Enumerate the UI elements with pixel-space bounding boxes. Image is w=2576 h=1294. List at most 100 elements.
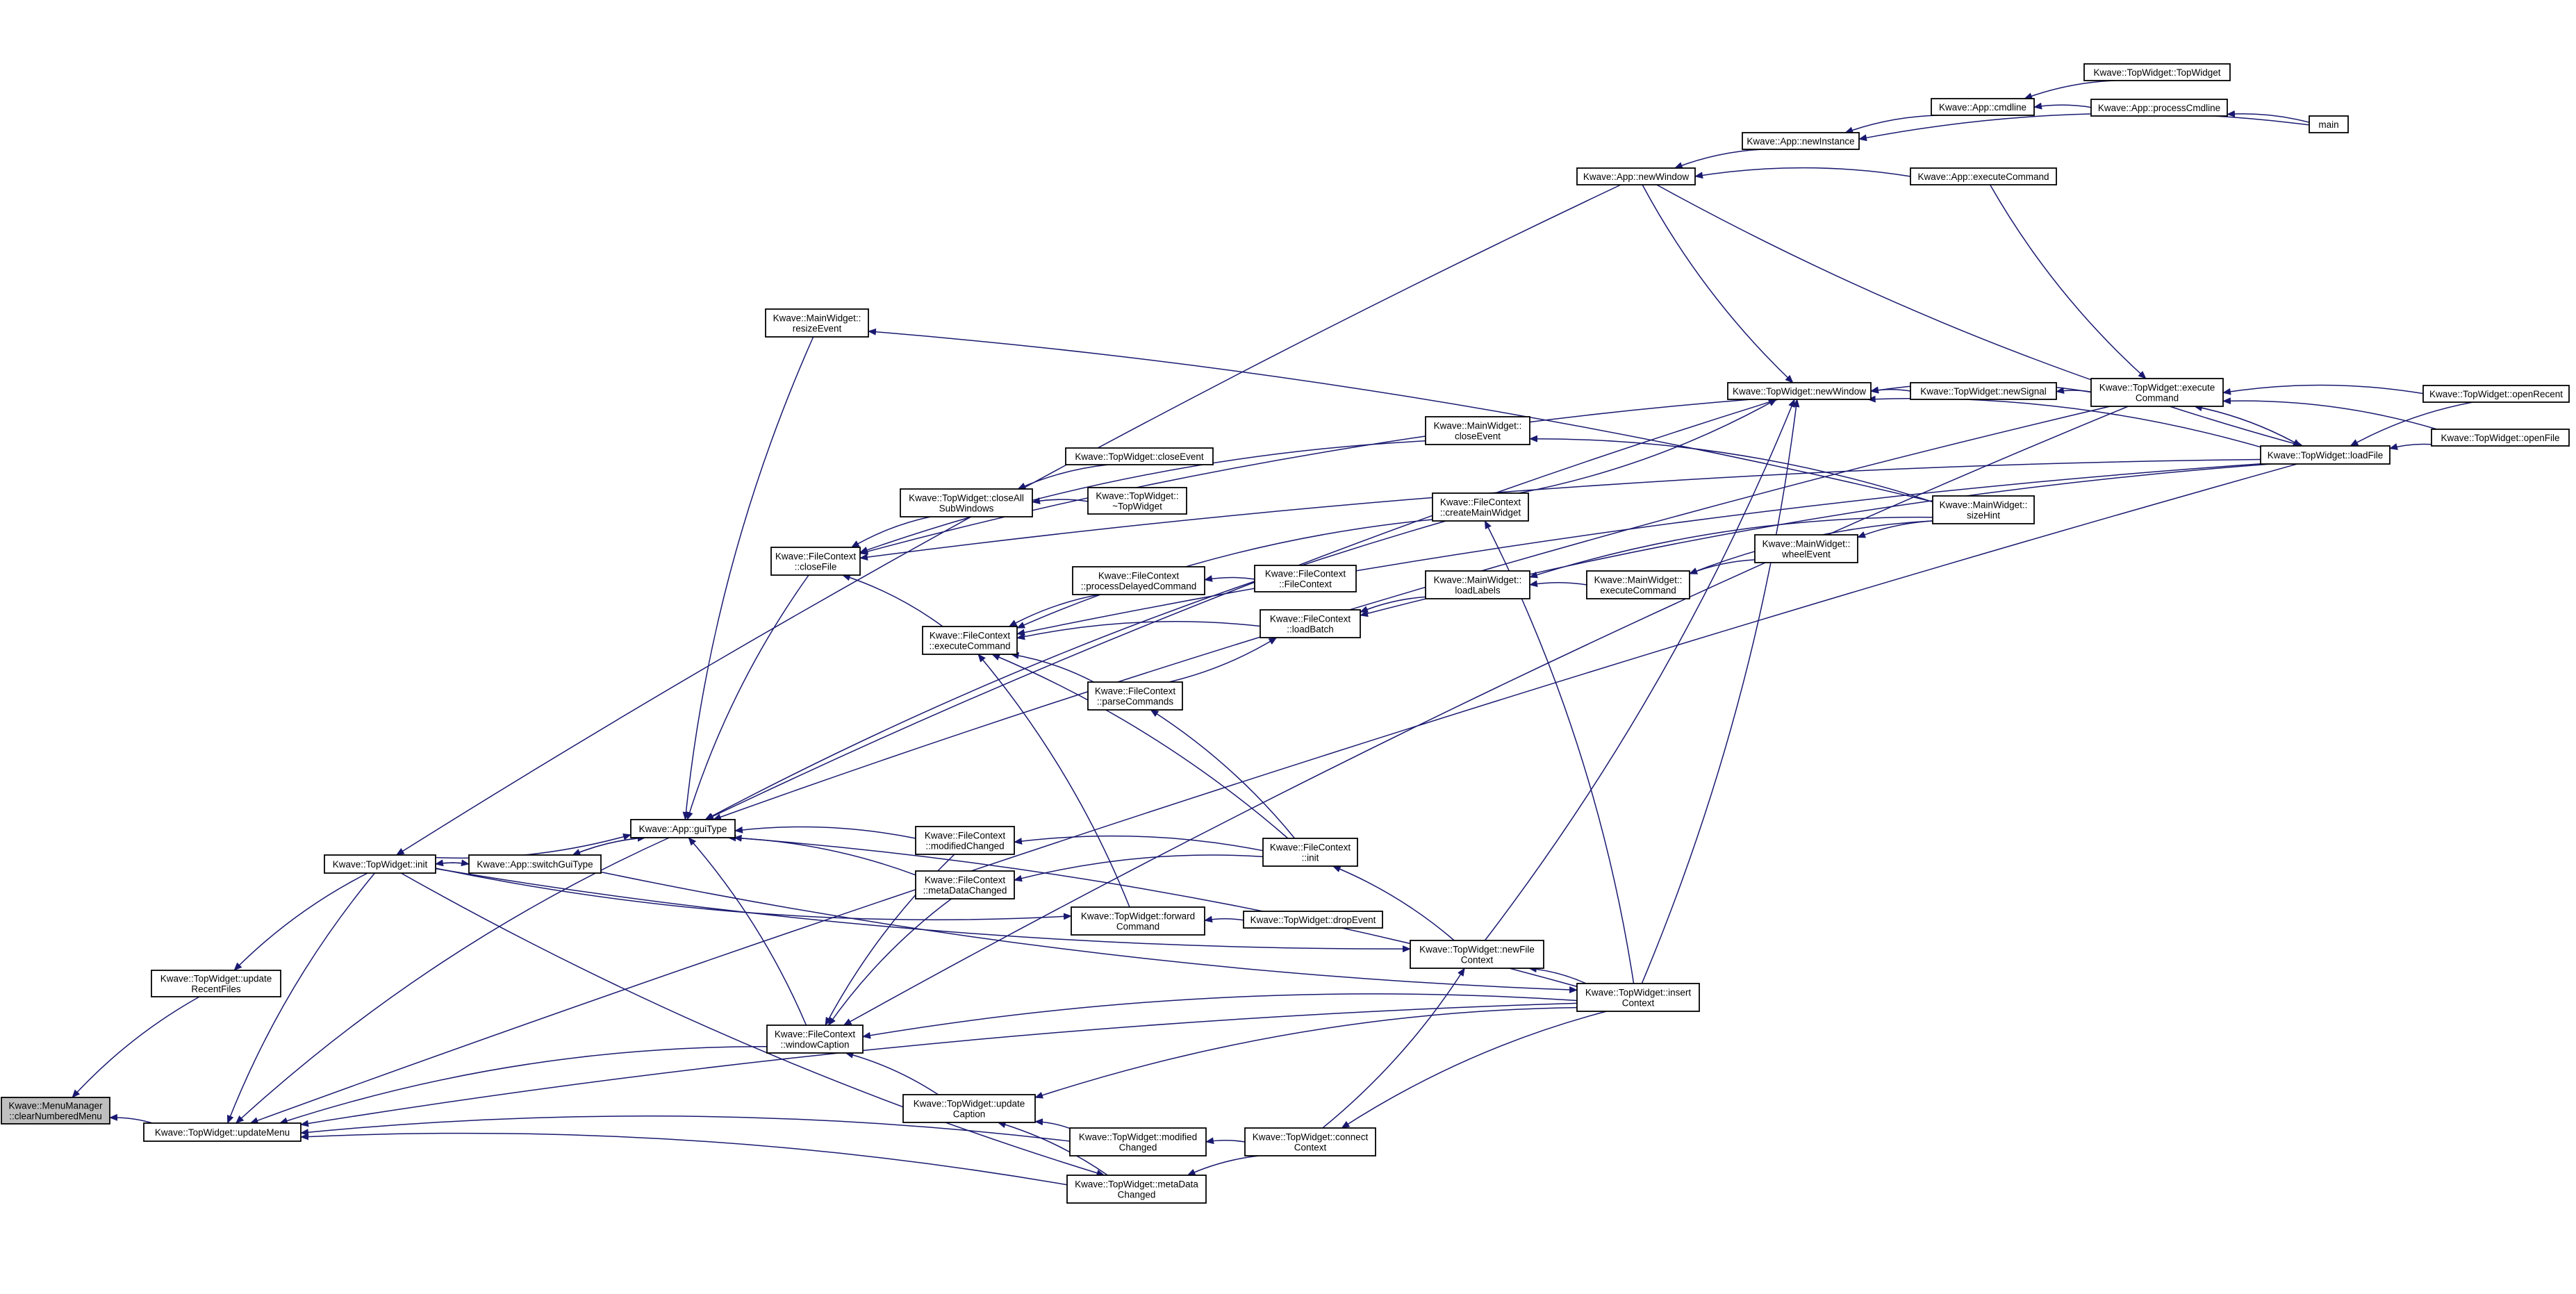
node-box[interactable]	[2260, 445, 2391, 465]
node-label-line: ::metaDataChanged	[923, 886, 1007, 896]
node-box[interactable]	[1, 1097, 110, 1125]
node-box[interactable]	[324, 854, 436, 874]
node-box[interactable]	[151, 970, 281, 997]
graph-node-mwWheel[interactable]: Kwave::MainWidget::wheelEvent	[1754, 534, 1858, 563]
graph-node-openFile[interactable]: Kwave::TopWidget::openFile	[2431, 429, 2570, 447]
node-box[interactable]	[143, 1122, 302, 1142]
graph-node-procCmdline[interactable]: Kwave::App::processCmdline	[2090, 99, 2228, 117]
call-edge-openRecent-to-loadFile	[2350, 401, 2473, 447]
node-box[interactable]	[1071, 906, 1205, 936]
graph-node-fcCtor[interactable]: Kwave::FileContext::FileContext	[1254, 565, 1357, 592]
node-box[interactable]	[1910, 382, 2057, 400]
graph-node-metaChangedFC[interactable]: Kwave::FileContext::metaDataChanged	[915, 870, 1015, 899]
graph-node-createMW[interactable]: Kwave::FileContext::createMainWidget	[1432, 492, 1529, 522]
graph-node-twModChanged[interactable]: Kwave::TopWidget::modifiedChanged	[1069, 1127, 1207, 1156]
node-box[interactable]	[1931, 98, 2035, 116]
node-box[interactable]	[1576, 983, 1700, 1012]
graph-node-twDtor[interactable]: Kwave::TopWidget::~TopWidget	[1087, 487, 1187, 515]
node-box[interactable]	[1425, 416, 1530, 445]
graph-node-twInit[interactable]: Kwave::TopWidget::init	[324, 854, 436, 874]
node-box[interactable]	[1727, 382, 1872, 400]
call-edge-twModChanged-to-updateMenu	[300, 1115, 1071, 1142]
node-box[interactable]	[1087, 487, 1187, 515]
node-box[interactable]	[1254, 565, 1357, 592]
node-box[interactable]	[2422, 385, 2570, 403]
graph-node-twExecCmd[interactable]: Kwave::TopWidget::executeCommand	[2090, 378, 2224, 407]
graph-node-twCloseEvent[interactable]: Kwave::TopWidget::closeEvent	[1065, 447, 1214, 465]
graph-node-main[interactable]: main	[2309, 115, 2349, 133]
node-box[interactable]	[1262, 838, 1358, 867]
node-box[interactable]	[2090, 99, 2228, 117]
node-box[interactable]	[765, 308, 869, 338]
node-box[interactable]	[1066, 1175, 1207, 1204]
graph-node-appNewWindow[interactable]: Kwave::App::newWindow	[1576, 167, 1696, 185]
graph-node-mwCloseEvent[interactable]: Kwave::MainWidget::closeEvent	[1425, 416, 1530, 445]
node-box[interactable]	[2090, 378, 2224, 407]
node-box[interactable]	[2083, 63, 2231, 81]
graph-node-guiType[interactable]: Kwave::App::guiType	[630, 819, 736, 838]
node-box[interactable]	[1742, 132, 1860, 150]
node-box[interactable]	[1072, 566, 1205, 595]
node-box[interactable]	[1425, 570, 1530, 599]
node-box[interactable]	[1243, 911, 1383, 929]
node-box[interactable]	[1910, 167, 2057, 185]
graph-node-twMetaChanged[interactable]: Kwave::TopWidget::metaDataChanged	[1066, 1175, 1207, 1204]
node-box[interactable]	[915, 826, 1015, 855]
graph-node-twNewWindow[interactable]: Kwave::TopWidget::newWindow	[1727, 382, 1872, 400]
node-box[interactable]	[1432, 492, 1529, 522]
node-box[interactable]	[922, 626, 1018, 655]
node-box[interactable]	[900, 488, 1033, 517]
call-edge-fcInit-to-fcExec	[991, 654, 1289, 839]
node-box[interactable]	[770, 547, 861, 576]
graph-node-cmdline[interactable]: Kwave::App::cmdline	[1931, 98, 2035, 116]
node-box[interactable]	[630, 819, 736, 838]
graph-node-appExecCmd[interactable]: Kwave::App::executeCommand	[1910, 167, 2057, 185]
node-box[interactable]	[1586, 570, 1690, 599]
graph-node-twCtor[interactable]: Kwave::TopWidget::TopWidget	[2083, 63, 2231, 81]
node-box[interactable]	[915, 870, 1015, 899]
graph-node-loadFile[interactable]: Kwave::TopWidget::loadFile	[2260, 445, 2391, 465]
graph-node-switchGui[interactable]: Kwave::App::switchGuiType	[468, 854, 602, 874]
node-box[interactable]	[1410, 940, 1544, 969]
graph-node-closeFile[interactable]: Kwave::FileContext::closeFile	[770, 547, 861, 576]
graph-node-mwExec[interactable]: Kwave::MainWidget::executeCommand	[1586, 570, 1690, 599]
graph-node-parseCmds[interactable]: Kwave::FileContext::parseCommands	[1087, 681, 1183, 711]
graph-node-newSignal[interactable]: Kwave::TopWidget::newSignal	[1910, 382, 2057, 400]
graph-node-updateMenu[interactable]: Kwave::TopWidget::updateMenu	[143, 1122, 302, 1142]
graph-node-dropEvent[interactable]: Kwave::TopWidget::dropEvent	[1243, 911, 1383, 929]
node-box[interactable]	[468, 854, 602, 874]
node-label-line: Kwave::MainWidget::	[1762, 539, 1851, 549]
graph-node-fcInit[interactable]: Kwave::FileContext::init	[1262, 838, 1358, 867]
node-box[interactable]	[1576, 167, 1696, 185]
graph-node-openRecent[interactable]: Kwave::TopWidget::openRecent	[2422, 385, 2570, 403]
graph-node-loadBatch[interactable]: Kwave::FileContext::loadBatch	[1260, 609, 1361, 638]
graph-node-resizeEvent[interactable]: Kwave::MainWidget::resizeEvent	[765, 308, 869, 338]
node-box[interactable]	[1069, 1127, 1207, 1156]
graph-node-mwSizeHint[interactable]: Kwave::MainWidget::sizeHint	[1932, 495, 2035, 524]
graph-node-procDelayed[interactable]: Kwave::FileContext::processDelayedComman…	[1072, 566, 1205, 595]
node-box[interactable]	[1087, 681, 1183, 711]
node-box[interactable]	[1244, 1127, 1376, 1156]
node-box[interactable]	[1260, 609, 1361, 638]
node-box[interactable]	[902, 1094, 1036, 1123]
graph-node-mwLoadLabels[interactable]: Kwave::MainWidget::loadLabels	[1425, 570, 1530, 599]
node-box[interactable]	[2431, 429, 2570, 447]
graph-node-winCaption[interactable]: Kwave::FileContext::windowCaption	[766, 1025, 864, 1054]
graph-node-clearNumbered[interactable]: Kwave::MenuManager::clearNumberedMenu	[1, 1097, 110, 1125]
node-label-line: Changed	[1118, 1190, 1156, 1200]
node-box[interactable]	[1754, 534, 1858, 563]
graph-node-modChangedFC[interactable]: Kwave::FileContext::modifiedChanged	[915, 826, 1015, 855]
node-box[interactable]	[1932, 495, 2035, 524]
node-box[interactable]	[1065, 447, 1214, 465]
graph-node-fcExec[interactable]: Kwave::FileContext::executeCommand	[922, 626, 1018, 655]
node-box[interactable]	[2309, 115, 2349, 133]
node-box[interactable]	[766, 1025, 864, 1054]
graph-node-newInstance[interactable]: Kwave::App::newInstance	[1742, 132, 1860, 150]
